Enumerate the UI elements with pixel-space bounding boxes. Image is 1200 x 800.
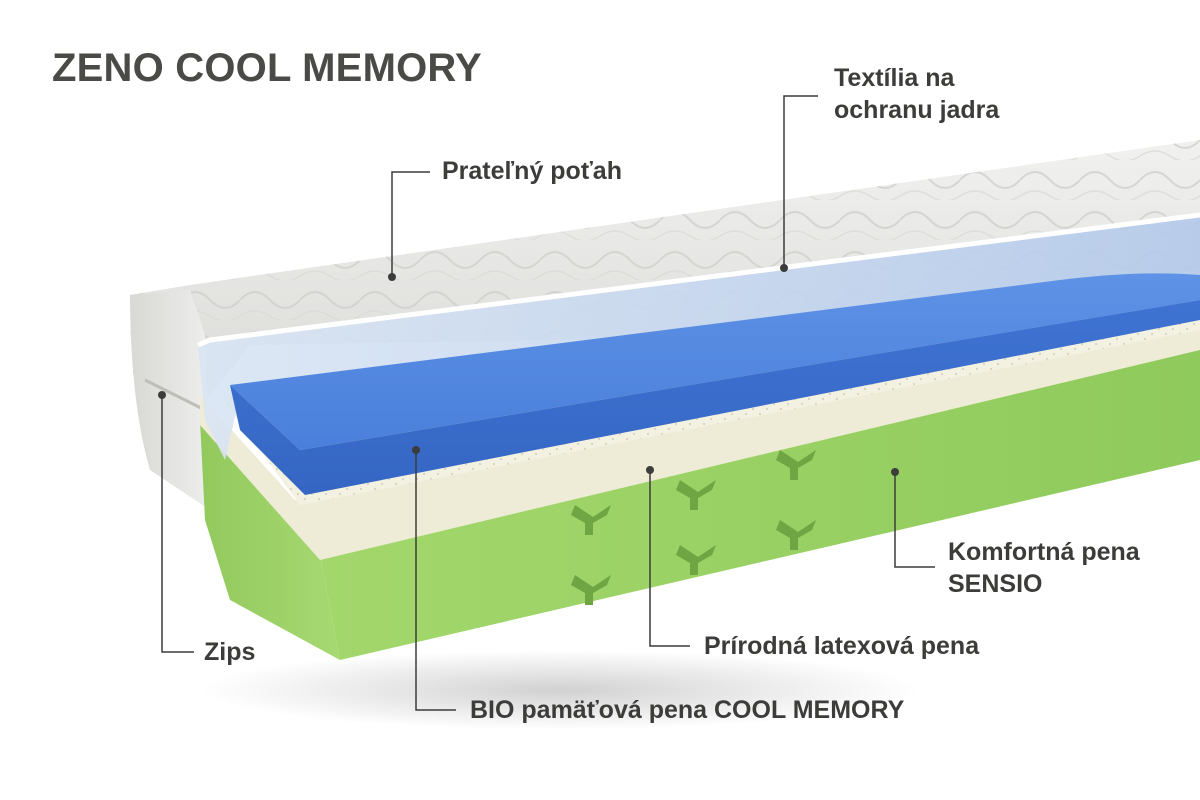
label-comfort-foam: Komfortná pena SENSIO [948, 536, 1140, 600]
dot-textile [780, 264, 788, 272]
label-memory-foam-line: BIO pamäťová pena COOL MEMORY [470, 696, 905, 724]
leader-cover [391, 171, 430, 275]
label-textile-line-1: Textília na [834, 64, 955, 92]
leader-zipper [161, 395, 194, 653]
label-zipper-line: Zips [204, 638, 256, 666]
label-cover-line: Prateľný poťah [442, 157, 622, 185]
leader-lines [161, 95, 935, 711]
dot-latex [646, 466, 654, 474]
label-comfort-foam-line-1: Komfortná pena [948, 538, 1140, 566]
dot-comfort [891, 468, 899, 476]
leader-textile [783, 95, 818, 268]
leader-latex [649, 470, 690, 647]
label-latex-foam: Prírodná latexová pena [704, 630, 979, 662]
dot-cover [388, 273, 396, 281]
memory-foam-layer [230, 273, 1200, 495]
dot-memory [412, 446, 420, 454]
label-cover: Prateľný poťah [442, 155, 622, 187]
leader-comfort [894, 472, 935, 568]
label-zipper: Zips [204, 636, 255, 668]
label-latex-foam-line: Prírodná latexová pena [704, 632, 980, 660]
comfort-foam-layer [200, 330, 1200, 660]
label-textile-line-2: ochranu jadra [834, 96, 1000, 124]
label-textile: Textília na ochranu jadra [834, 62, 999, 126]
floor-shadow [200, 650, 920, 730]
leader-dots [158, 264, 899, 476]
label-comfort-foam-line-2: SENSIO [948, 570, 1043, 598]
page-title: ZENO COOL MEMORY [52, 46, 482, 90]
dot-zipper [158, 391, 166, 399]
label-memory-foam: BIO pamäťová pena COOL MEMORY [470, 694, 904, 726]
leader-memory [415, 450, 456, 711]
